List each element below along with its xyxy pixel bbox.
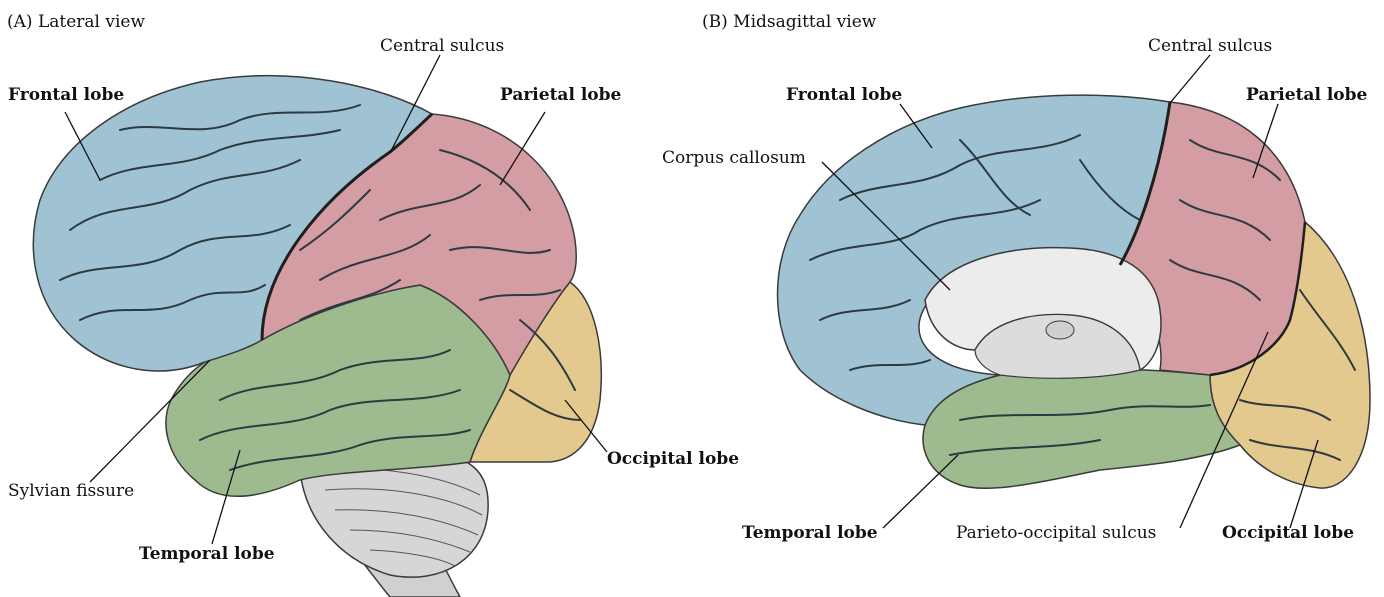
mid-temporal-lobe-label: Temporal lobe [742, 525, 878, 542]
lateral-temporal-lobe-label: Temporal lobe [139, 546, 275, 563]
lateral-central-sulcus-label: Central sulcus [380, 38, 504, 55]
lateral-frontal-lobe-label: Frontal lobe [8, 87, 124, 104]
lateral-brain [33, 76, 601, 597]
sylvian-fissure-label: Sylvian fissure [8, 483, 134, 500]
mid-parietal-lobe-label: Parietal lobe [1246, 87, 1367, 104]
lateral-parietal-lobe-label: Parietal lobe [500, 87, 621, 104]
mid-central-sulcus-label: Central sulcus [1148, 38, 1272, 55]
mid-temporal-region [923, 369, 1240, 489]
midsagittal-brain [778, 95, 1371, 488]
mid-occipital-lobe-label: Occipital lobe [1222, 525, 1354, 542]
panel-a-title: (A) Lateral view [7, 14, 145, 31]
mid-frontal-lobe-label: Frontal lobe [786, 87, 902, 104]
parieto-occipital-sulcus-label: Parieto-occipital sulcus [956, 525, 1156, 542]
lateral-occipital-lobe-label: Occipital lobe [607, 451, 739, 468]
panel-b-title: (B) Midsagittal view [702, 14, 876, 31]
corpus-callosum-label: Corpus callosum [662, 150, 806, 167]
